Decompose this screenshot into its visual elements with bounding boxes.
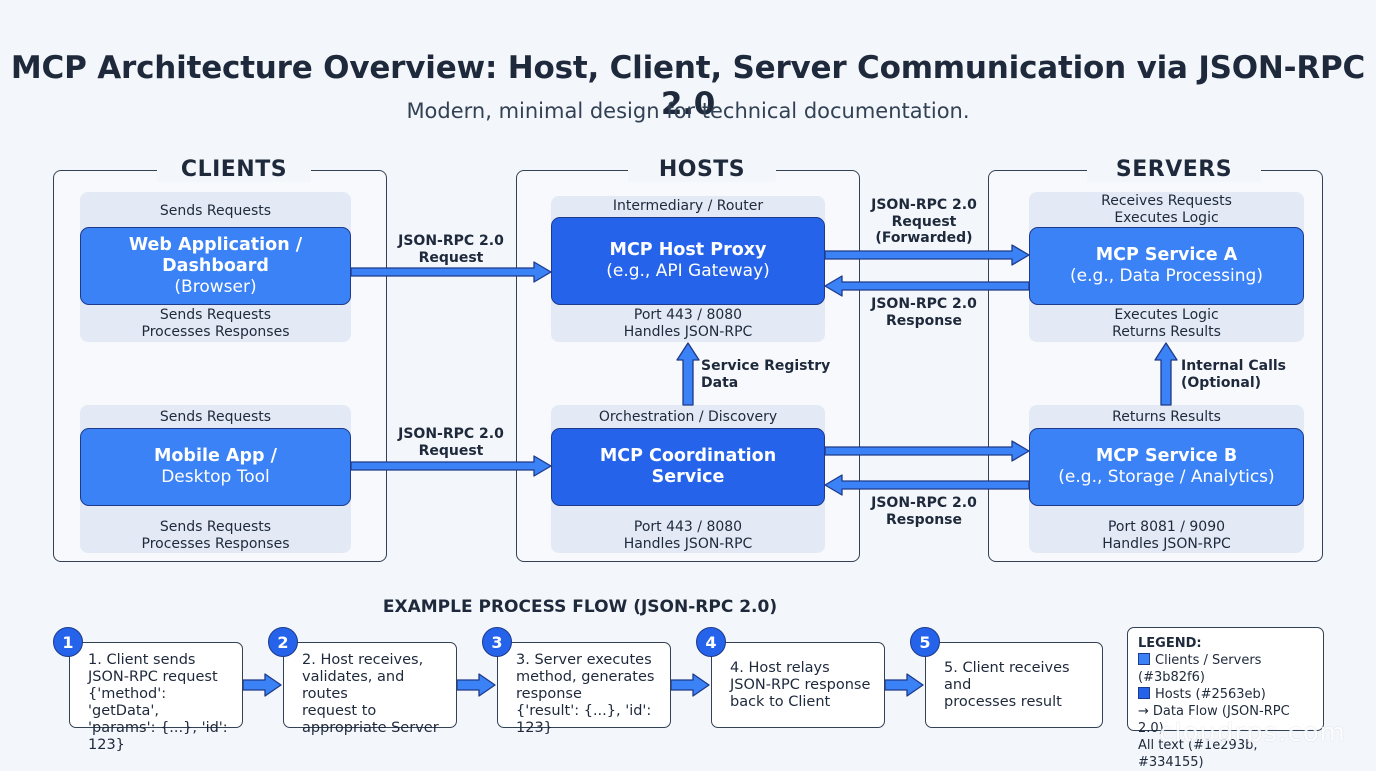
- arrow-a-to-proxy: [824, 275, 1030, 297]
- mobile-app-name: Mobile App /: [153, 446, 277, 466]
- arrow-web-to-proxy: [350, 261, 552, 283]
- service-b-top-caption: Returns Results: [1112, 409, 1221, 425]
- legend-item-label: Data Flow (JSON-RPC 2.0): [1138, 704, 1290, 736]
- host-proxy-name: MCP Host Proxy: [609, 240, 767, 260]
- web-app-node[interactable]: Web Application / Dashboard (Browser): [80, 227, 351, 305]
- label-proxy-to-a: JSON-RPC 2.0 Request (Forwarded): [871, 197, 977, 246]
- flow-step-1: 1. Client sends JSON-RPC request {'metho…: [69, 642, 243, 753]
- label-a-to-proxy: JSON-RPC 2.0 Response: [871, 296, 977, 329]
- page-subtitle: Modern, minimal design for technical doc…: [406, 99, 970, 123]
- arrow-proxy-to-a: [824, 244, 1030, 266]
- coordination-node[interactable]: MCP Coordination Service: [551, 428, 825, 506]
- watermark: cloudrps.com: [1159, 718, 1346, 748]
- coordination-name: MCP Coordination: [599, 446, 777, 466]
- legend-title: LEGEND:: [1138, 636, 1202, 651]
- service-a-name: MCP Service A: [1095, 245, 1238, 265]
- clients-servers-swatch: [1138, 653, 1150, 665]
- arrow-internal-up: [1154, 342, 1178, 406]
- service-b-sub: (e.g., Storage / Analytics): [1058, 467, 1275, 487]
- legend-item-clients-servers: Clients / Servers (#3b82f6): [1138, 652, 1313, 686]
- legend-item-data-flow: →Data Flow (JSON-RPC 2.0): [1138, 703, 1313, 737]
- web-app-sub: (Browser): [174, 276, 257, 297]
- clients-column-title: CLIENTS: [157, 157, 311, 182]
- mobile-app-sub: Desktop Tool: [161, 467, 270, 487]
- flow-step-5: 5. Client receives and processes result: [925, 642, 1103, 728]
- web-app-name: Web Application / Dashboard: [128, 234, 303, 276]
- service-b-node[interactable]: MCP Service B (e.g., Storage / Analytics…: [1029, 428, 1304, 506]
- hosts-swatch: [1138, 687, 1150, 699]
- page-title: MCP Architecture Overview: Host, Client,…: [10, 50, 1366, 122]
- legend: LEGEND: Clients / Servers (#3b82f6) Host…: [1127, 627, 1324, 770]
- web-app-bottom-caption: Sends Requests Processes Responses: [141, 307, 290, 340]
- coordination-bottom-caption: Port 443 / 8080 Handles JSON-RPC: [623, 519, 753, 552]
- flow-step-3-number: 3: [482, 627, 512, 657]
- legend-item-hosts: Hosts (#2563eb): [1138, 686, 1313, 703]
- service-a-sub: (e.g., Data Processing): [1070, 266, 1263, 286]
- flow-step-4-number: 4: [696, 627, 726, 657]
- service-b-bottom-caption: Port 8081 / 9090 Handles JSON-RPC: [1102, 519, 1231, 552]
- flow-title: EXAMPLE PROCESS FLOW (JSON-RPC 2.0): [382, 597, 778, 617]
- label-internal: Internal Calls (Optional): [1181, 358, 1287, 391]
- flow-arrow-2-3: [456, 673, 496, 697]
- arrow-registry-up: [676, 342, 700, 406]
- mobile-app-bottom-caption: Sends Requests Processes Responses: [141, 519, 290, 552]
- coordination-sub: Service: [651, 467, 725, 487]
- label-mobile-to-coord: JSON-RPC 2.0 Request: [398, 426, 504, 459]
- flow-arrow-3-4: [670, 673, 710, 697]
- arrow-coord-to-b: [824, 440, 1030, 462]
- flow-arrow-4-5: [884, 673, 924, 697]
- host-proxy-top-caption: Intermediary / Router: [612, 198, 764, 214]
- host-proxy-sub: (e.g., API Gateway): [606, 261, 770, 281]
- service-a-bottom-caption: Executes Logic Returns Results: [1112, 307, 1221, 340]
- label-web-to-proxy: JSON-RPC 2.0 Request: [398, 233, 504, 266]
- servers-column-title: SERVERS: [1087, 157, 1261, 182]
- service-a-node[interactable]: MCP Service A (e.g., Data Processing): [1029, 227, 1304, 305]
- hosts-column-title: HOSTS: [628, 157, 776, 182]
- flow-step-4: 4. Host relays JSON-RPC response back to…: [711, 642, 885, 728]
- legend-item-label: Hosts (#2563eb): [1155, 687, 1266, 702]
- coordination-top-caption: Orchestration / Discovery: [598, 409, 778, 425]
- flow-step-2-number: 2: [268, 627, 298, 657]
- host-proxy-node[interactable]: MCP Host Proxy (e.g., API Gateway): [551, 217, 825, 305]
- label-coord-to-b: JSON-RPC 2.0 Response: [871, 495, 977, 528]
- arrow-mobile-to-coord: [350, 455, 552, 477]
- label-registry: Service Registry Data: [701, 358, 831, 391]
- web-app-top-caption: Sends Requests: [159, 203, 272, 219]
- flow-step-5-number: 5: [910, 627, 940, 657]
- flow-step-2: 2. Host receives, validates, and routes …: [283, 642, 457, 736]
- flow-step-3: 3. Server executes method, generates res…: [497, 642, 671, 736]
- arrow-b-to-coord: [824, 474, 1030, 496]
- legend-item-text: All text (#1e293b, #334155): [1138, 738, 1258, 770]
- legend-item-label: Clients / Servers (#3b82f6): [1138, 653, 1262, 685]
- flow-arrow-1-2: [242, 673, 282, 697]
- mobile-app-top-caption: Sends Requests: [159, 409, 272, 425]
- arrow-right-icon: →: [1138, 704, 1149, 719]
- service-b-name: MCP Service B: [1095, 446, 1238, 466]
- service-a-top-caption: Receives Requests Executes Logic: [1101, 193, 1232, 226]
- flow-step-1-number: 1: [53, 627, 83, 657]
- host-proxy-bottom-caption: Port 443 / 8080 Handles JSON-RPC: [623, 307, 753, 340]
